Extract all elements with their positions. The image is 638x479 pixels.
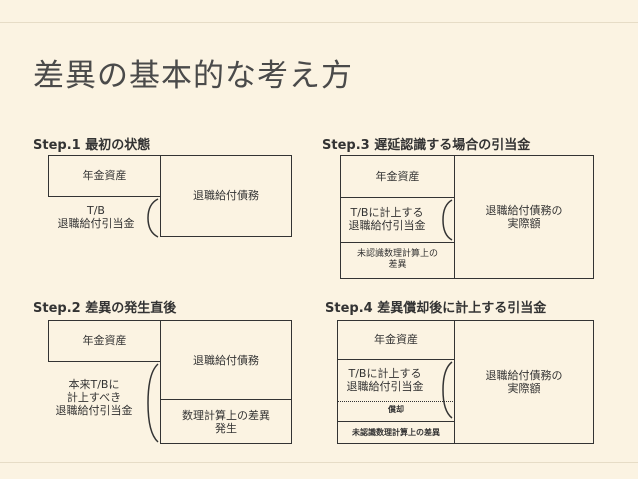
step1-obligation: 退職給付債務 [193,189,259,202]
step2-obligation-box [160,320,292,444]
step2-difference: 数理計算上の差異 発生 [182,409,270,435]
step2-assets-box [48,320,161,362]
step3-unrecognized-divider [340,242,455,243]
step4-amortization-dotted-line [337,401,455,402]
step4-brace [442,361,453,419]
step2-allowance: 本来T/Bに 計上すべき 退職給付引当金 [55,378,133,417]
step4-left-box [337,320,455,444]
step3-unrecognized: 未認識数理計算上の 差異 [356,249,438,270]
step2-heading: Step.2 差異の発生直後 [33,301,177,316]
bottom-divider [0,462,638,463]
step2-pension-assets: 年金資産 [82,334,127,347]
step2-obligation: 退職給付債務 [193,354,259,367]
step3-left-box [340,155,455,279]
step4-assets-divider [337,359,455,360]
step4-amortization: 償却 [388,405,404,414]
step3-heading: Step.3 遅延認識する場合の引当金 [322,138,531,153]
step3-allowance: T/Bに計上する 退職給付引当金 [348,206,426,232]
step4-unrecognized-divider [337,421,455,422]
top-divider [0,22,638,23]
step3-assets-divider [340,197,455,198]
step1-allowance: T/B 退職給付引当金 [57,204,135,230]
step1-pension-assets: 年金資産 [82,169,127,182]
step4-allowance: T/Bに計上する 退職給付引当金 [346,367,424,393]
step4-pension-assets: 年金資産 [374,333,418,346]
step1-assets-box [48,155,161,197]
step3-pension-assets: 年金資産 [375,170,420,183]
step4-obligation: 退職給付債務の 実際額 [485,369,563,395]
step4-unrecognized: 未認識数理計算上の差異 [352,428,440,437]
step2-brace [147,363,159,443]
step3-brace [442,199,453,241]
step4-heading: Step.4 差異償却後に計上する引当金 [325,301,547,316]
step1-brace [147,198,159,238]
step2-divider [160,399,292,400]
slide-title: 差異の基本的な考え方 [33,58,353,94]
step3-obligation: 退職給付債務の 実際額 [485,204,563,230]
step1-heading: Step.1 最初の状態 [33,138,151,153]
